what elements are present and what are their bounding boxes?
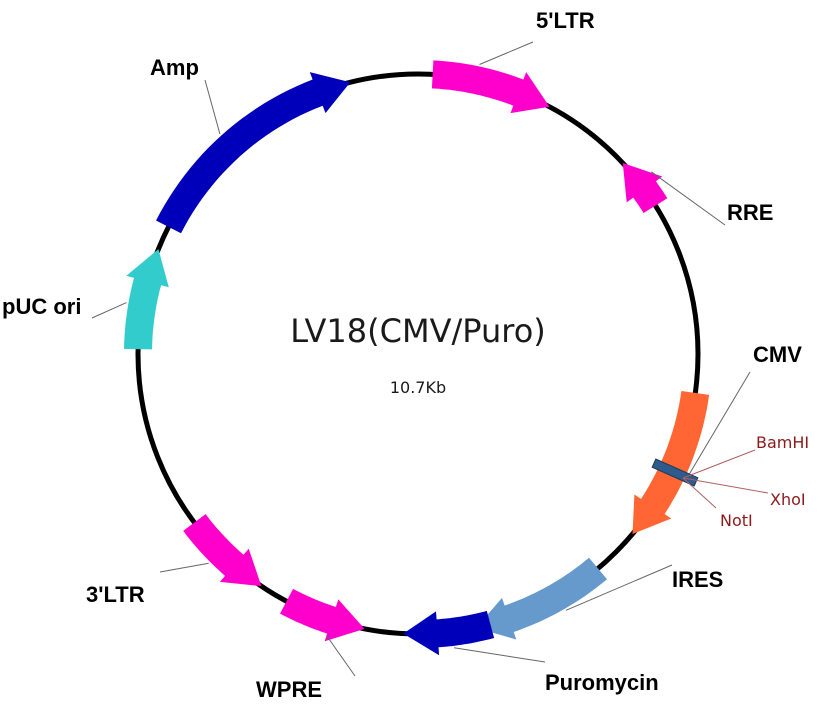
- leader-line-rre: [651, 171, 726, 226]
- leader-line-3-ltr: [159, 562, 209, 573]
- label-wpre: WPRE: [256, 677, 322, 702]
- leader-line-5-ltr: [479, 41, 534, 65]
- feature-arrow-ires: [476, 557, 607, 640]
- feature-arrow-cmv: [632, 391, 710, 534]
- feature-arrow-puc-ori: [124, 249, 169, 350]
- leader-line-puromycin: [454, 647, 546, 663]
- feature-arrow-3-ltr: [183, 514, 262, 587]
- feature-arrow-puromycin: [403, 610, 495, 656]
- leader-line-amp: [204, 79, 221, 135]
- label-3ltr: 3'LTR: [86, 582, 145, 607]
- label-ires: IRES: [672, 567, 723, 592]
- label-puromycin: Puromycin: [545, 670, 659, 695]
- leader-lines: [91, 41, 751, 677]
- label-rre: RRE: [727, 200, 773, 225]
- label-noti: NotI: [720, 511, 753, 530]
- restriction-site-marker: [651, 458, 699, 487]
- label-cmv: CMV: [753, 342, 802, 367]
- noti-leader: [682, 477, 717, 509]
- leader-line-wpre: [326, 635, 356, 677]
- label-bamhi: BamHI: [756, 433, 809, 452]
- feature-arrow-wpre: [280, 588, 365, 642]
- label-puc-ori: pUC ori: [2, 294, 81, 319]
- leader-line-puc-ori: [91, 302, 127, 319]
- features-layer: [124, 60, 710, 656]
- leader-line-ires: [565, 564, 673, 611]
- label-xhoi: XhoI: [770, 490, 806, 509]
- plasmid-name: LV18(CMV/Puro): [290, 312, 546, 350]
- feature-arrow-amp: [156, 72, 351, 234]
- label-amp: Amp: [150, 55, 199, 80]
- xhoi-leader: [682, 477, 769, 494]
- plasmid-size: 10.7Kb: [390, 378, 446, 397]
- bamhi-leader: [682, 449, 756, 479]
- feature-arrow-5-ltr: [431, 60, 550, 114]
- label-5ltr: 5'LTR: [536, 8, 595, 33]
- feature-arrow-rre: [622, 163, 668, 213]
- leader-line-cmv: [685, 371, 751, 480]
